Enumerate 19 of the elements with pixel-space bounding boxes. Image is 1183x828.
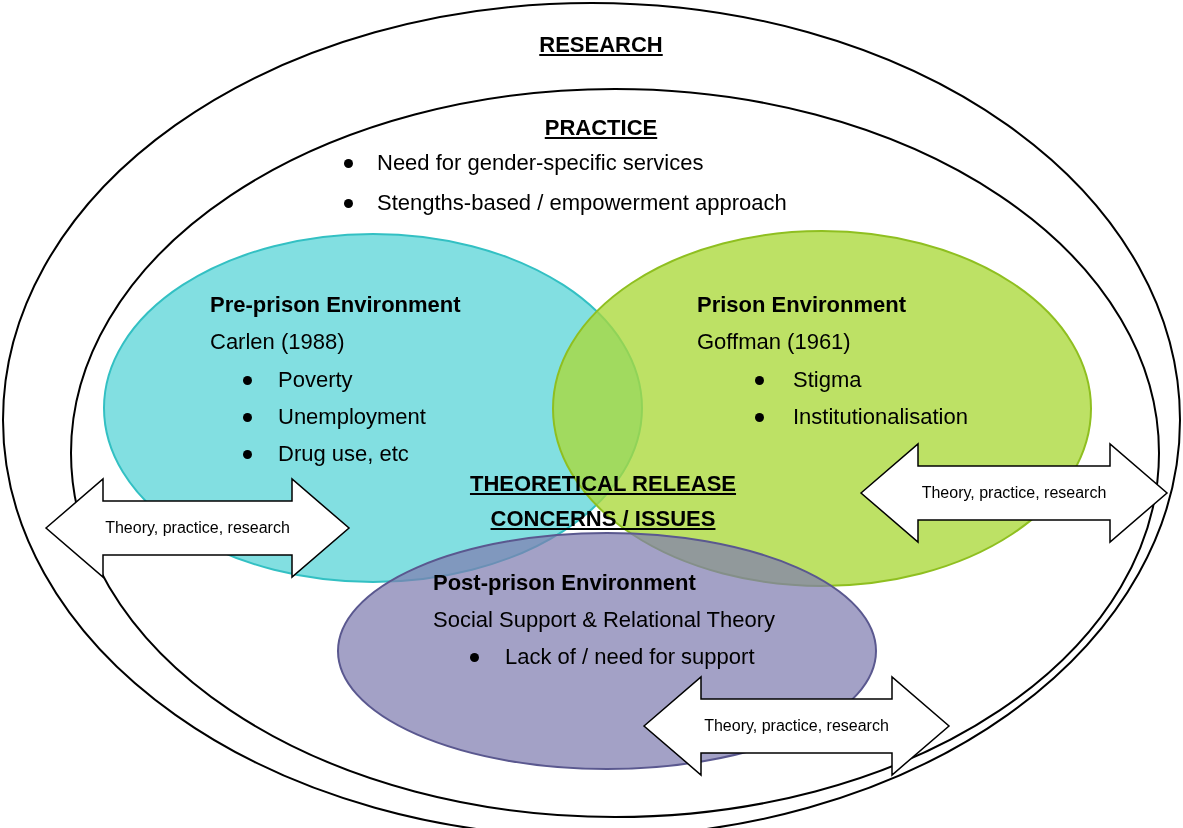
bullet-text: Need for gender-specific services: [377, 149, 704, 177]
bullet-text: Unemployment: [278, 403, 426, 431]
heading: RESEARCH: [538, 31, 664, 59]
bullet-text: Drug use, etc: [278, 440, 409, 468]
reference-text: Social Support & Relational Theory: [433, 606, 775, 634]
heading: Prison Environment: [697, 291, 907, 319]
arrow-label: Theory, practice, research: [920, 483, 1108, 503]
reference-text: Goffman (1961): [697, 328, 851, 356]
heading: PRACTICE: [543, 114, 659, 142]
reference-text: Carlen (1988): [210, 328, 345, 356]
arrow-label: Theory, practice, research: [703, 716, 890, 736]
heading: Post-prison Environment: [433, 569, 696, 597]
bullet-text: Institutionalisation: [793, 403, 968, 431]
heading: Pre-prison Environment: [210, 291, 461, 319]
arrow-label: Theory, practice, research: [104, 518, 291, 538]
bullet-text: Stigma: [793, 366, 862, 394]
bullet-text: Stengths-based / empowerment approach: [377, 189, 787, 217]
bullet-text: Lack of / need for support: [505, 643, 755, 671]
bullet-text: Poverty: [278, 366, 353, 394]
